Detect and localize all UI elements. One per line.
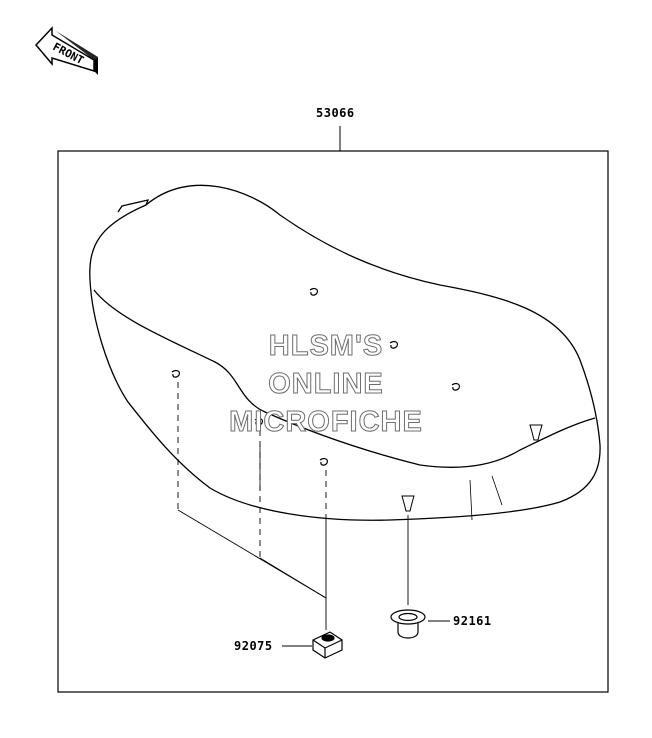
seat-clip-icons [171, 287, 461, 466]
clip-part-icon [312, 631, 343, 659]
part-number-92161: 92161 [453, 614, 492, 628]
part-number-53066: 53066 [316, 106, 355, 120]
watermark-line-3: MICROFICHE [229, 406, 423, 439]
part-leader-lines [177, 382, 450, 647]
watermark-line-2: ONLINE [268, 368, 384, 401]
assembly-frame [57, 150, 609, 693]
seat-damper-sockets [401, 424, 543, 512]
part-number-92075: 92075 [234, 639, 273, 653]
watermark-line-1: HLSM'S [268, 330, 384, 363]
damper-part-icon [390, 609, 426, 639]
front-direction-arrow-icon: FRONT [34, 26, 98, 75]
